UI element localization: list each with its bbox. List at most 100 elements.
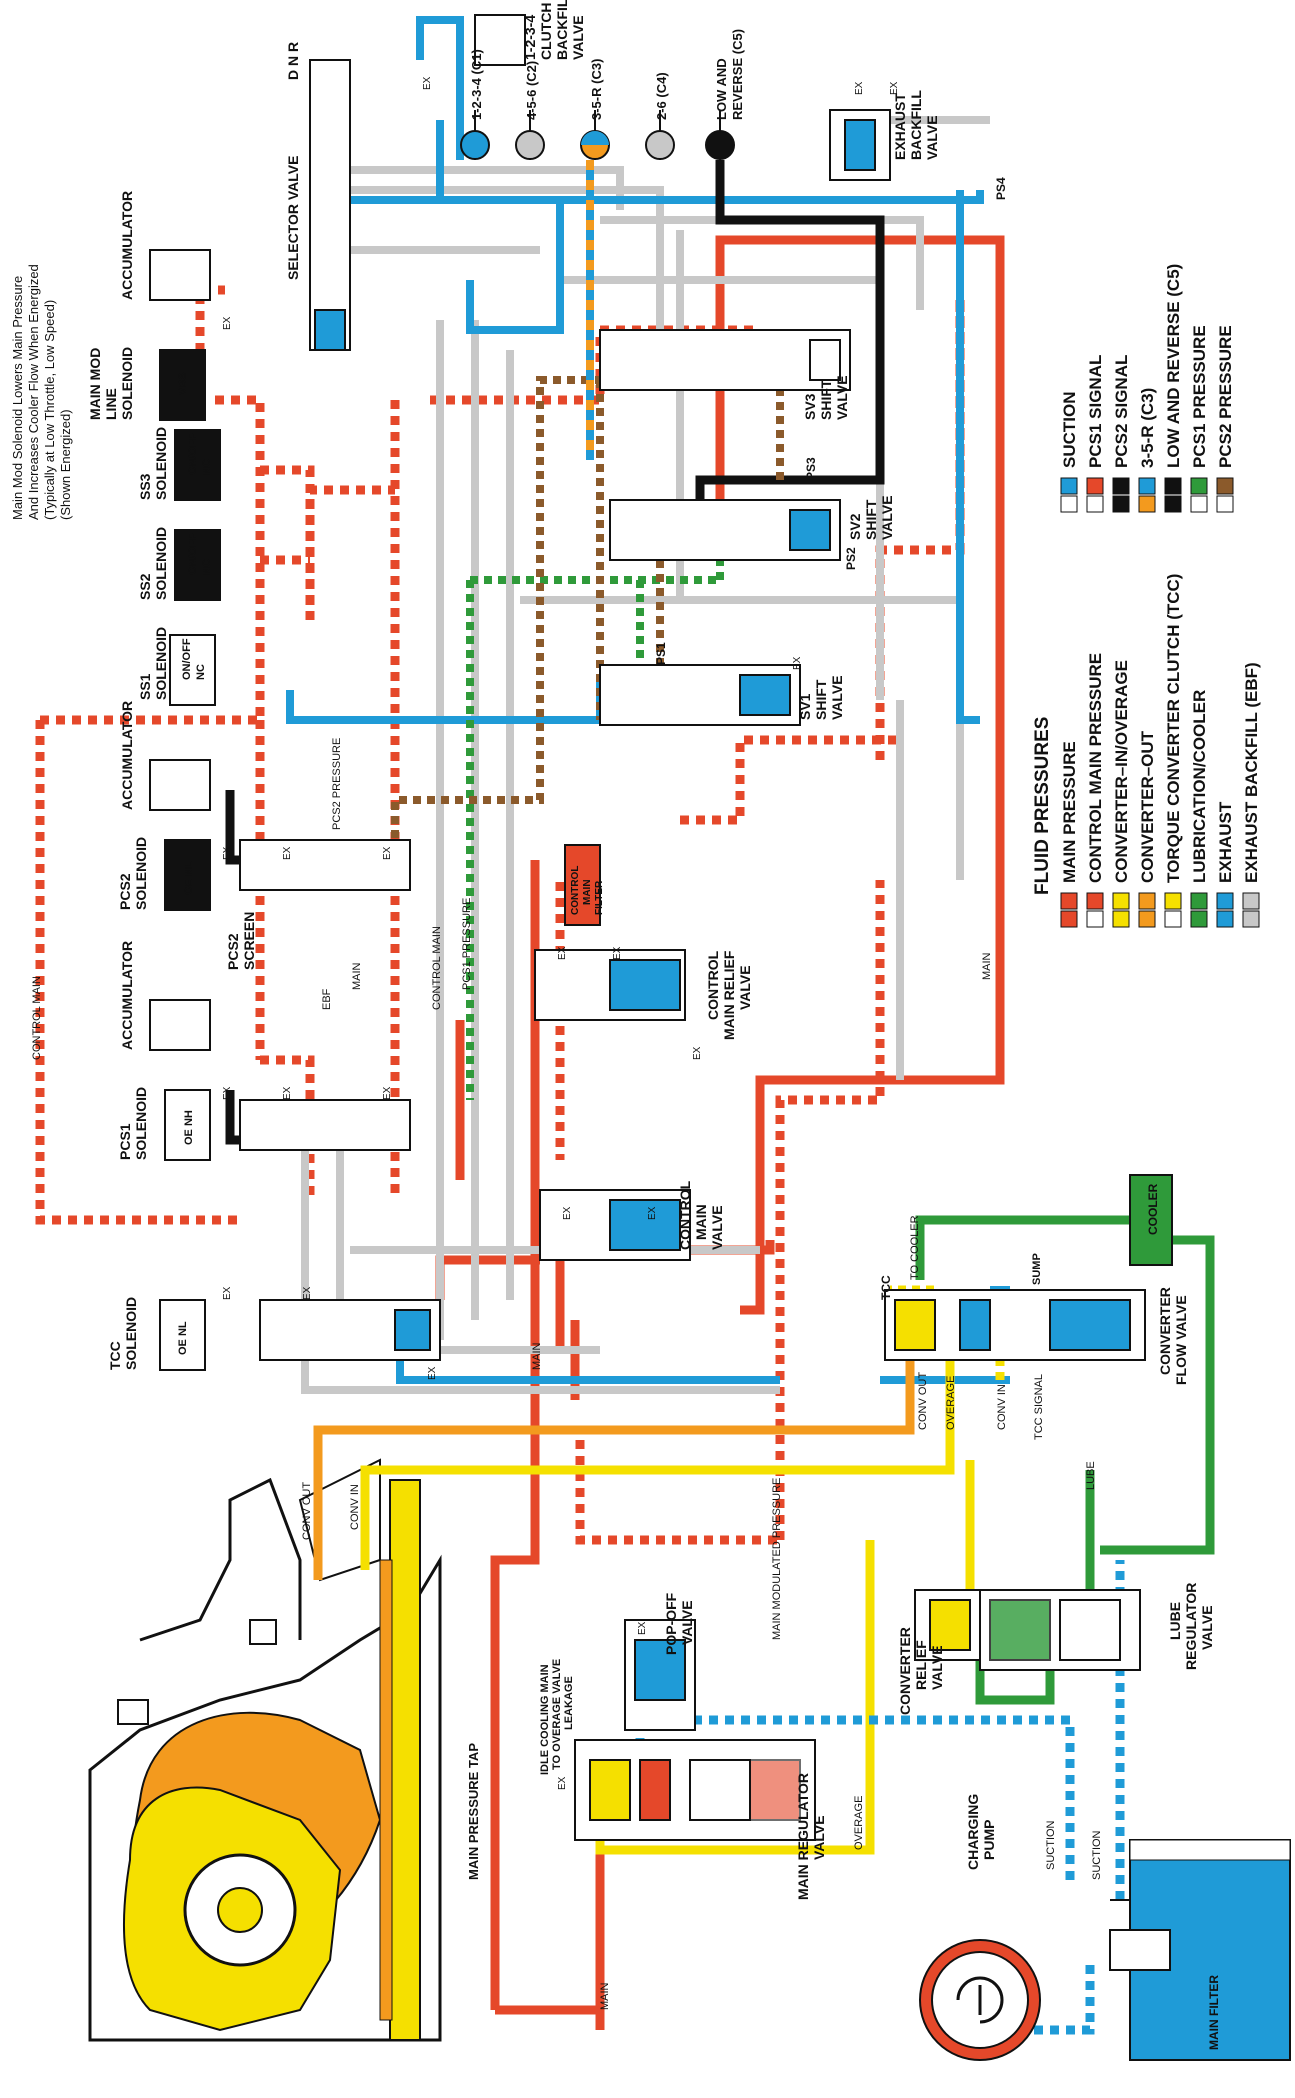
ex-label-5: EX: [282, 846, 293, 860]
ex-label-14: EX: [612, 946, 623, 960]
transmission-housing: [88, 1458, 442, 2042]
component-label-26: CONTROL: [705, 950, 721, 1020]
component-label-22: VALVE: [829, 675, 845, 720]
pcs2-signal-lines: [225, 160, 885, 1145]
solenoid-tag-5: ON/OFF: [181, 638, 193, 680]
component-label-4: SCREEN: [241, 912, 257, 970]
component-label-36: CONVERTER: [897, 1627, 913, 1715]
component-label-35: FLOW VALVE: [1173, 1295, 1189, 1385]
line-label-6: MAIN: [531, 1342, 543, 1370]
legend-item-7: EXHAUST BACKFILL (EBF): [1242, 662, 1261, 928]
ex-label-15: EX: [692, 1046, 703, 1060]
component-label-31: VALVE: [709, 1205, 725, 1250]
solenoid-tag-8: OE NH: [183, 1110, 195, 1145]
component-label-16: VALVE: [834, 375, 850, 420]
solenoid-tag-1: ON/OFF: [187, 433, 199, 475]
component-label-18: SHIFT: [863, 499, 879, 540]
legend-label-11: 3-5-R (C3): [1138, 388, 1157, 468]
solenoid-tag-2: NC: [201, 459, 213, 475]
solenoid-tag-4: NC: [201, 559, 213, 575]
ex-label-20: EX: [557, 1776, 568, 1790]
component-label-5: SELECTOR VALVE: [285, 156, 301, 280]
clutch-label-3: 2-6 (C4): [654, 72, 669, 120]
line-label-5: PCS2 PRESSURE: [331, 738, 343, 830]
component-label-15: SHIFT: [818, 379, 834, 420]
line-label-12: CONV IN: [996, 1384, 1008, 1430]
clutch-indicators: 1-2-3-4 (C1)4-5-6 (C2)3-5-R (C3)2-6 (C4)…: [460, 29, 745, 160]
tcc-solenoid-label-0: TCC: [107, 1341, 123, 1370]
solenoid-tag-3: ON/OFF: [187, 533, 199, 575]
legend-item-0: MAIN PRESSURE: [1060, 741, 1079, 928]
component-label-21: SHIFT: [813, 679, 829, 720]
component-label-14: SV3: [802, 393, 818, 420]
component-label-37: RELIEF: [913, 1640, 929, 1690]
line-label-19: MAIN MODULATED PRESSURE: [771, 1478, 783, 1640]
legend-item-11: 3-5-R (C3): [1138, 388, 1157, 513]
line-label-1: EBF: [321, 988, 333, 1010]
component-label-29: CONTROL: [677, 1180, 693, 1250]
component-label-52: LEAKAGE: [563, 1676, 575, 1730]
legend-label-4: TORQUE CONVERTER CLUTCH (TCC): [1164, 574, 1183, 883]
ss1-solenoid-label-0: SS1: [137, 673, 153, 700]
component-label-19: VALVE: [879, 495, 895, 540]
legend-label-13: PCS1 PRESSURE: [1190, 325, 1209, 468]
line-label-16: SUCTION: [1045, 1820, 1057, 1870]
component-label-47: PUMP: [981, 1820, 997, 1860]
main_mod-solenoid-label-2: SOLENOID: [119, 347, 135, 420]
component-label-13: VALVE: [924, 115, 940, 160]
component-label-1: ACCUMULATOR: [119, 701, 135, 810]
legend-item-9: PCS1 SIGNAL: [1086, 355, 1105, 513]
tap-label-2: PS3: [804, 457, 818, 480]
solenoid-tag-7: OE NL: [183, 861, 195, 895]
legend-label-7: EXHAUST BACKFILL (EBF): [1242, 662, 1261, 883]
component-label-11: EXHAUST: [892, 93, 908, 160]
legend-title: FLUID PRESSURES: [1032, 717, 1053, 895]
component-label-0: ACCUMULATOR: [119, 191, 135, 300]
legend-label-2: CONVERTER–IN/OVERAGE: [1112, 660, 1131, 883]
legend-item-1: CONTROL MAIN PRESSURE: [1086, 653, 1105, 928]
ss2-solenoid-label-0: SS2: [137, 573, 153, 600]
clutch-label-1: 4-5-6 (C2): [524, 61, 539, 120]
pcs2-solenoid-label-0: PCS2: [117, 873, 133, 910]
sump: [1109, 1839, 1291, 2061]
legend-label-10: PCS2 SIGNAL: [1112, 355, 1131, 468]
tap-label-4: TCC: [879, 1275, 893, 1300]
legend-label-5: LUBRICATION/COOLER: [1190, 690, 1209, 883]
component-label-43: VALVE: [679, 1600, 695, 1645]
component-label-9: BACKFILL: [554, 0, 570, 60]
ex-label-1: EX: [854, 81, 865, 95]
component-label-3: PCS2: [225, 933, 241, 970]
clutch-3: 2-6 (C4): [645, 72, 675, 160]
line-label-3: CONTROL MAIN: [431, 926, 443, 1010]
ex-label-10: EX: [222, 1286, 233, 1300]
component-label-23: CONTROL: [570, 866, 581, 915]
clutch-label-4-b: REVERSE (C5): [730, 29, 745, 120]
legend-item-5: LUBRICATION/COOLER: [1190, 690, 1209, 928]
component-label-17: SV2: [847, 513, 863, 540]
component-label-34: CONVERTER: [1157, 1287, 1173, 1375]
component-label-40: REGULATOR: [1183, 1583, 1199, 1670]
component-label-2: ACCUMULATOR: [119, 941, 135, 1050]
line-label-13: TCC SIGNAL: [1033, 1374, 1045, 1440]
ex-label-4: EX: [222, 846, 233, 860]
line-label-8: CONV OUT: [301, 1482, 313, 1540]
main_mod-solenoid-label-0: MAIN MOD: [87, 348, 103, 420]
legend-label-3: CONVERTER–OUT: [1138, 730, 1157, 883]
ex-label-2: EX: [889, 81, 900, 95]
legend-label-1: CONTROL MAIN PRESSURE: [1086, 653, 1105, 883]
component-label-12: BACKFILL: [908, 90, 924, 160]
ex-label-13: EX: [557, 946, 568, 960]
line-label-17: SUCTION: [1091, 1830, 1103, 1880]
note-line-2: (Typically at Low Throttle, Low Speed): [42, 300, 57, 520]
line-label-2: MAIN: [351, 962, 363, 990]
ss3-solenoid-label-1: SOLENOID: [153, 427, 169, 500]
ex-label-12: EX: [427, 1366, 438, 1380]
note-line-3: (Shown Energized): [58, 409, 73, 520]
ss3-solenoid-label-0: SS3: [137, 473, 153, 500]
line-label-10: CONV OUT: [917, 1372, 929, 1430]
solenoid-tag-6: NC: [195, 664, 207, 680]
tcc-solenoid-label-1: SOLENOID: [123, 1297, 139, 1370]
ex-label-7: EX: [222, 1086, 233, 1100]
